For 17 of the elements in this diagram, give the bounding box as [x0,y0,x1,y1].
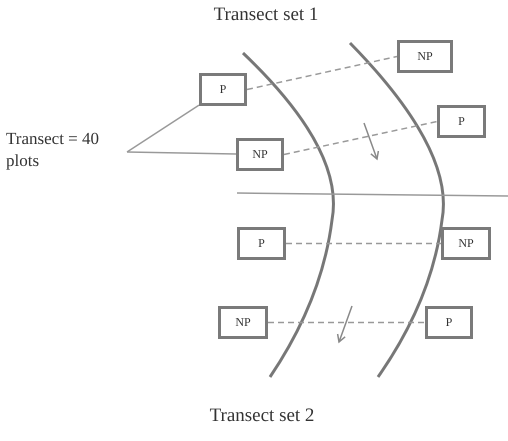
plot-box: P [199,73,247,106]
leader-line [126,151,236,155]
plot-box: NP [397,40,453,73]
plot-box: NP [236,138,284,171]
plot-box: NP [441,227,491,260]
plot-box: P [237,227,286,260]
transect-line [268,322,425,324]
plot-box: P [425,306,473,339]
set-label: Transect set 2 [210,405,314,427]
leader-line [126,104,200,153]
transect-line [246,56,398,90]
callout-text: Transect = 40 plots [6,128,117,172]
transect-line [286,242,441,244]
plot-box: P [437,105,486,138]
transect-line [284,120,438,156]
set-label: Transect set 1 [214,4,318,26]
plot-box: NP [218,306,268,339]
